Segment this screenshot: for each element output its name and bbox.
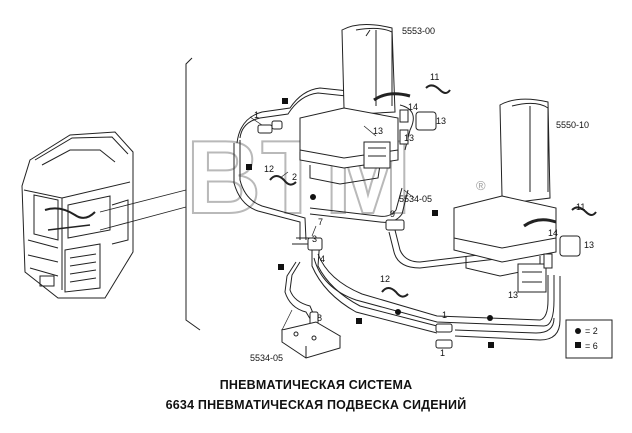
watermark-reg-mark: ®	[476, 178, 486, 193]
callout-7: 7	[318, 217, 323, 227]
callout-13-b: 13	[436, 116, 446, 126]
square-marker	[356, 318, 362, 324]
coil-upper	[373, 92, 411, 102]
clip-11-upper	[425, 84, 451, 94]
circle-marker	[487, 315, 493, 321]
callout-13-a: 13	[373, 126, 383, 136]
legend-square-count: = 6	[585, 341, 598, 351]
frame-outline	[185, 57, 201, 331]
callout-12-lower: 12	[380, 274, 390, 284]
clip-12-lower	[381, 287, 409, 298]
line-markers	[246, 98, 494, 348]
callout-13-d: 13	[508, 290, 518, 300]
callout-2: 2	[292, 172, 297, 182]
square-marker	[432, 210, 438, 216]
passenger-seat	[453, 98, 557, 293]
coil-lower	[523, 218, 557, 228]
brackets	[399, 109, 581, 269]
part-label-driver-seat: 5553-00	[402, 26, 435, 36]
callout-1-b: 1	[442, 310, 447, 320]
legend-square-symbol	[575, 342, 581, 348]
square-marker	[282, 98, 288, 104]
driver-seat	[299, 24, 399, 185]
legend-circle-symbol	[575, 328, 581, 334]
clip-11-lower	[571, 206, 597, 216]
legend-circle-count: = 2	[585, 326, 598, 336]
square-marker	[488, 342, 494, 348]
caption-line-1: ПНЕВМАТИЧЕСКАЯ СИСТЕМА	[219, 378, 413, 392]
part-label-passenger-seat: 5550-10	[556, 120, 589, 130]
clip-12-upper	[269, 175, 297, 186]
callout-14-lower: 14	[548, 228, 558, 238]
square-marker	[246, 164, 252, 170]
truck-cab	[21, 131, 134, 299]
callout-13-e: 13	[404, 133, 414, 143]
callout-13-c: 13	[584, 240, 594, 250]
valve-block	[280, 321, 342, 359]
clips	[269, 84, 597, 298]
callout-8: 8	[317, 313, 322, 323]
callout-12-upper: 12	[264, 164, 274, 174]
callout-11-lower: 11	[576, 202, 585, 212]
callout-9: 9	[390, 209, 395, 219]
callout-11-upper: 11	[430, 72, 439, 82]
cab-leader-lines	[99, 189, 187, 231]
leader-lines	[249, 116, 415, 331]
circle-marker	[310, 194, 316, 200]
part-label-valve-mid: 5534-05	[399, 194, 432, 204]
square-marker	[278, 264, 284, 270]
part-label-valve-bottom: 5534-05	[250, 353, 283, 363]
callout-14-upper: 14	[408, 102, 418, 112]
caption-line-2: 6634 ПНЕВМАТИЧЕСКАЯ ПОДВЕСКА СИДЕНИЙ	[165, 398, 467, 412]
circle-marker	[395, 309, 401, 315]
legend-box: = 2 = 6	[565, 319, 613, 359]
callout-3: 3	[312, 234, 317, 244]
callout-4: 4	[320, 254, 325, 264]
callout-1-c: 1	[440, 348, 445, 358]
callout-1: 1	[254, 110, 259, 120]
